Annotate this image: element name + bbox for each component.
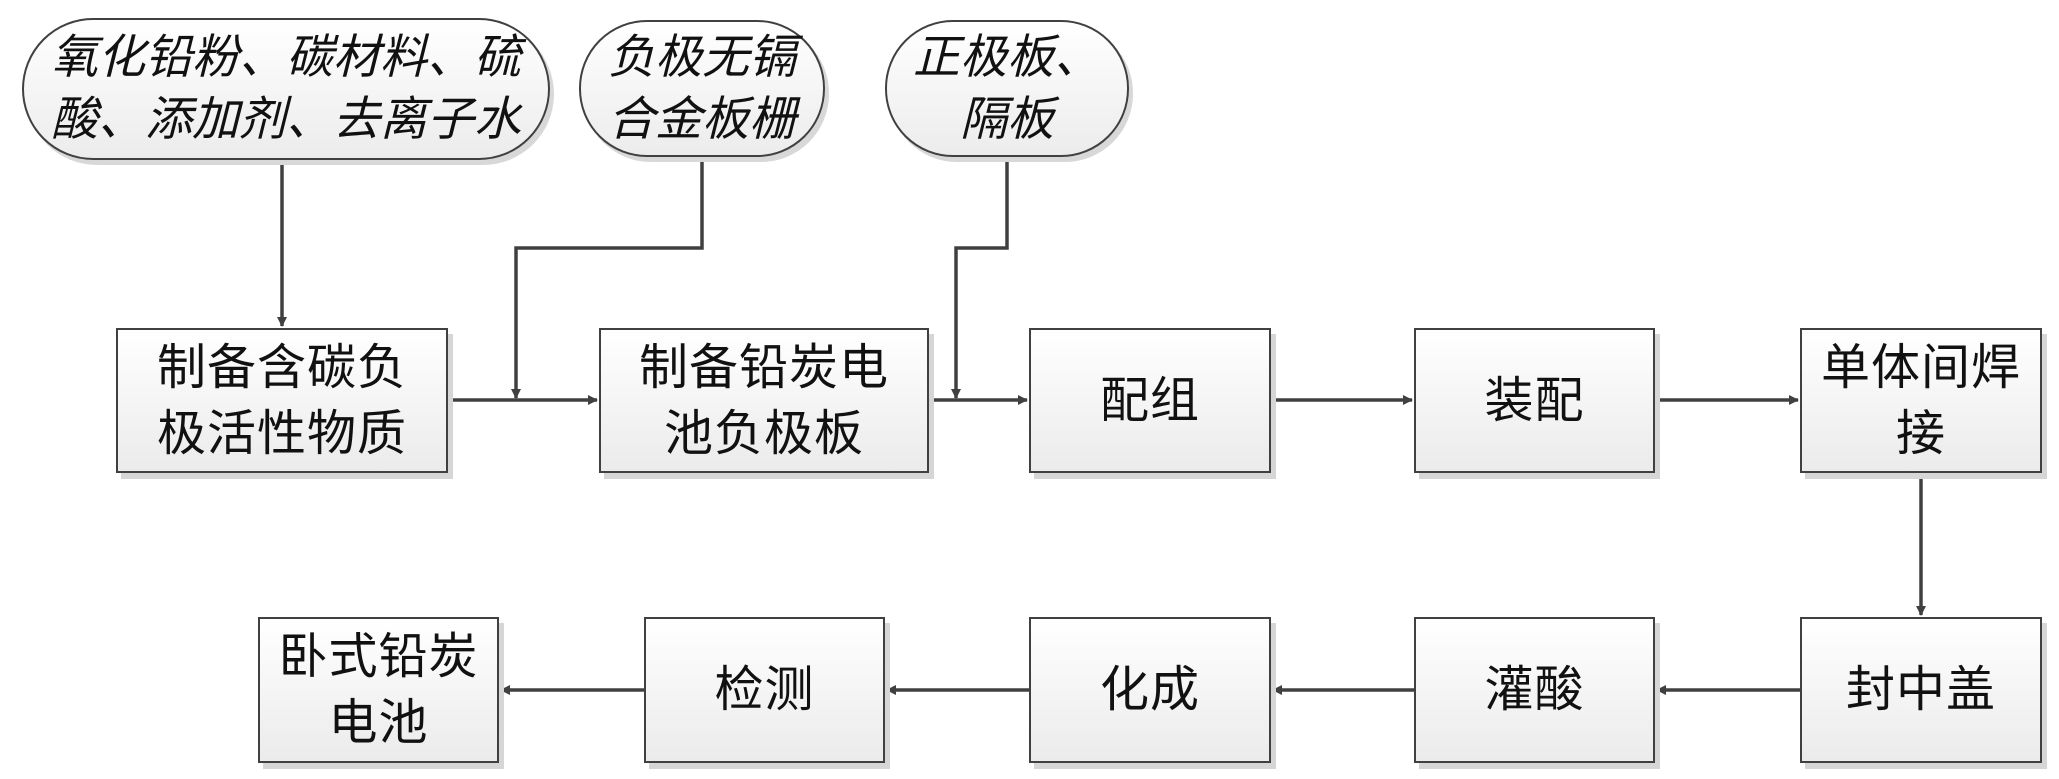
- step-label-line: 接: [1895, 404, 1946, 462]
- step-label-line: 极活性物质: [156, 404, 407, 462]
- edge-plates-to-junction: [951, 157, 1009, 399]
- step-label-line: 池负极板: [663, 404, 864, 462]
- input-grid-line-2: 合金板栅: [608, 91, 796, 147]
- step-label-line: 单体间焊: [1820, 338, 2021, 396]
- step-prepare-negative-plate: 制备铅炭电 池负极板: [599, 328, 929, 473]
- step-acid-filling: 灌酸: [1414, 617, 1655, 763]
- step-label-line: 灌酸: [1484, 661, 1585, 718]
- step-label-line: 封中盖: [1845, 661, 1996, 718]
- input-plates-line-2: 隔板: [960, 91, 1054, 147]
- step-grouping: 配组: [1029, 328, 1271, 473]
- step-label-line: 配组: [1099, 371, 1200, 429]
- input-raw-materials: 氧化铅粉、碳材料、硫 酸、添加剂、去离子水: [22, 18, 550, 160]
- step-prepare-active-material: 制备含碳负 极活性物质: [116, 328, 448, 473]
- step-label-line: 检测: [714, 661, 815, 718]
- step-seal-middle-cover: 封中盖: [1800, 617, 2042, 763]
- step-final-product: 卧式铅炭 电池: [258, 617, 499, 763]
- step-label-line: 制备含碳负: [156, 338, 407, 396]
- input-grid-line-1: 负极无镉: [608, 29, 796, 85]
- input-plates: 正极板、 隔板: [885, 20, 1129, 157]
- input-raw-materials-line-2: 酸、添加剂、去离子水: [51, 92, 521, 147]
- step-label-line: 化成: [1099, 661, 1200, 718]
- step-assembly: 装配: [1414, 328, 1655, 473]
- step-label-line: 电池: [328, 694, 429, 751]
- step-label-line: 装配: [1484, 371, 1585, 429]
- step-inspection: 检测: [644, 617, 885, 763]
- step-formation: 化成: [1029, 617, 1271, 763]
- input-grid: 负极无镉 合金板栅: [579, 20, 825, 157]
- input-plates-line-1: 正极板、: [913, 29, 1101, 85]
- step-label-line: 卧式铅炭: [278, 628, 479, 685]
- input-raw-materials-line-1: 氧化铅粉、碳材料、硫: [51, 30, 521, 85]
- edge-grid-to-junction: [511, 157, 704, 399]
- step-label-line: 制备铅炭电: [638, 338, 889, 396]
- step-inter-cell-welding: 单体间焊 接: [1800, 328, 2042, 473]
